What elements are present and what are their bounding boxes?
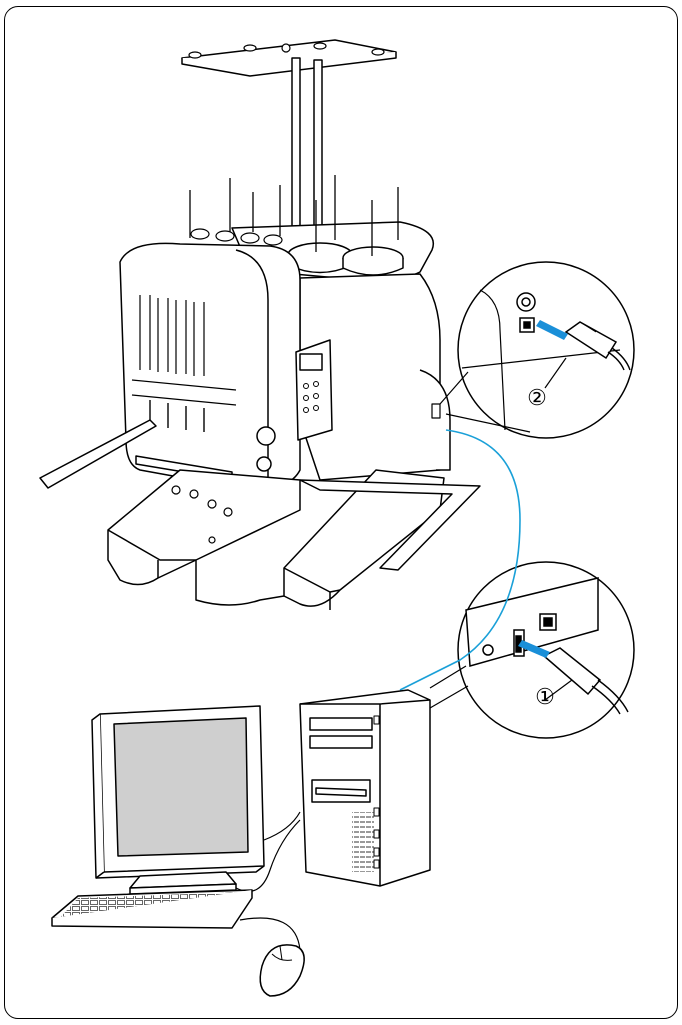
callout-machine-port bbox=[439, 261, 635, 439]
computer-tower-icon bbox=[299, 689, 431, 887]
callout-label-1: ① bbox=[535, 684, 555, 709]
monitor-icon bbox=[91, 705, 265, 895]
insert-arrow-2 bbox=[536, 320, 568, 340]
embroidery-machine-icon bbox=[39, 39, 481, 610]
mouse-icon bbox=[259, 944, 305, 997]
svg-text:②: ② bbox=[527, 385, 547, 410]
monitor-cable bbox=[263, 811, 301, 841]
keyboard-icon bbox=[51, 889, 253, 929]
page-frame bbox=[4, 6, 678, 1019]
insert-arrow-1 bbox=[518, 640, 550, 658]
callout-computer-port bbox=[429, 561, 635, 739]
svg-text:①: ① bbox=[535, 684, 555, 709]
usb-cable bbox=[399, 429, 521, 691]
callout-label-2: ② bbox=[527, 385, 547, 410]
